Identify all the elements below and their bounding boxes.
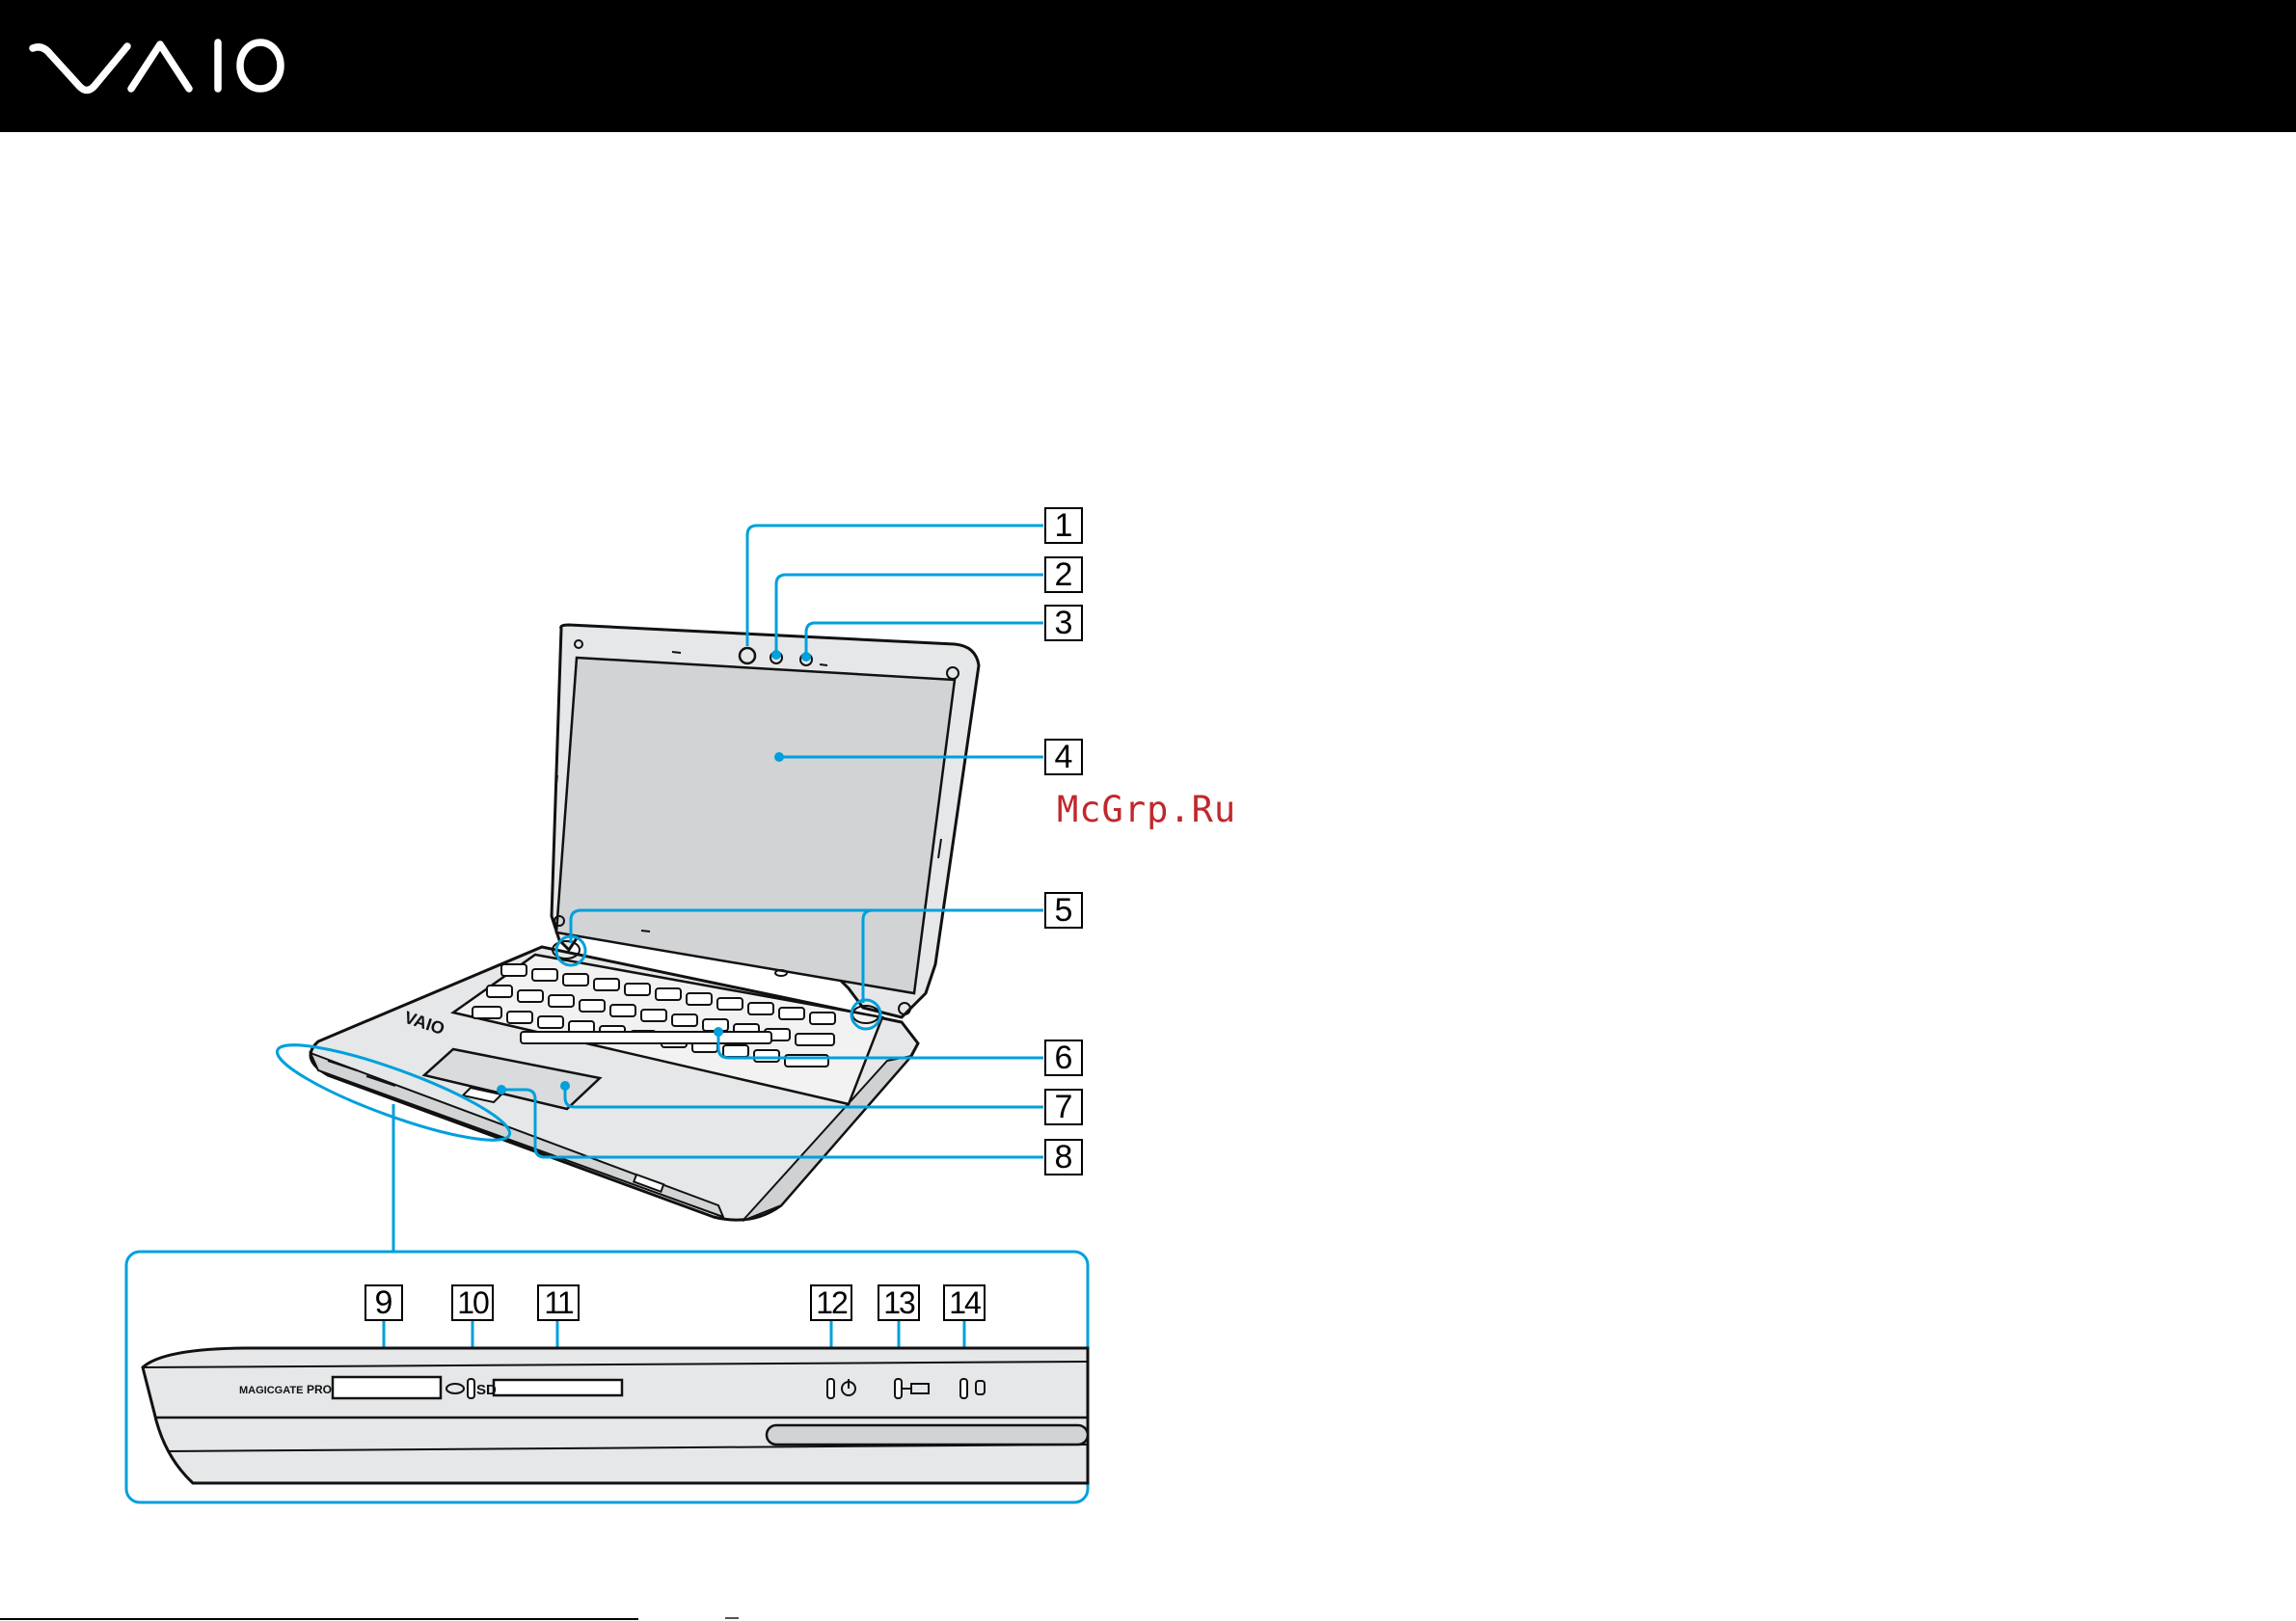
watermark-text: McGrp.Ru: [1057, 789, 1236, 830]
laptop-base: VAIO: [311, 941, 918, 1221]
callout-2: 2: [1044, 556, 1083, 593]
callout-8: 8: [1044, 1139, 1083, 1175]
callout-4: 4: [1044, 739, 1083, 775]
callout-3: 3: [1044, 605, 1083, 641]
pro-label: PRO: [307, 1383, 332, 1396]
callout-11: 11: [537, 1284, 580, 1321]
callout-1: 1: [1044, 507, 1083, 544]
callout-6: 6: [1044, 1040, 1083, 1076]
callout-7: 7: [1044, 1089, 1083, 1125]
callout-10: 10: [451, 1284, 494, 1321]
callout-14: 14: [943, 1284, 986, 1321]
footer-rule: [0, 1618, 638, 1620]
callout-13: 13: [878, 1284, 920, 1321]
footer-mark: [725, 1617, 739, 1619]
callout-5: 5: [1044, 892, 1083, 929]
callout-12: 12: [810, 1284, 852, 1321]
callout-9: 9: [365, 1284, 403, 1321]
front-panel-closeup: [143, 1348, 1088, 1483]
magicgate-label: MAGICGATE: [239, 1385, 303, 1396]
laptop-lid: [552, 625, 979, 1017]
sd-label: SD: [476, 1382, 497, 1398]
